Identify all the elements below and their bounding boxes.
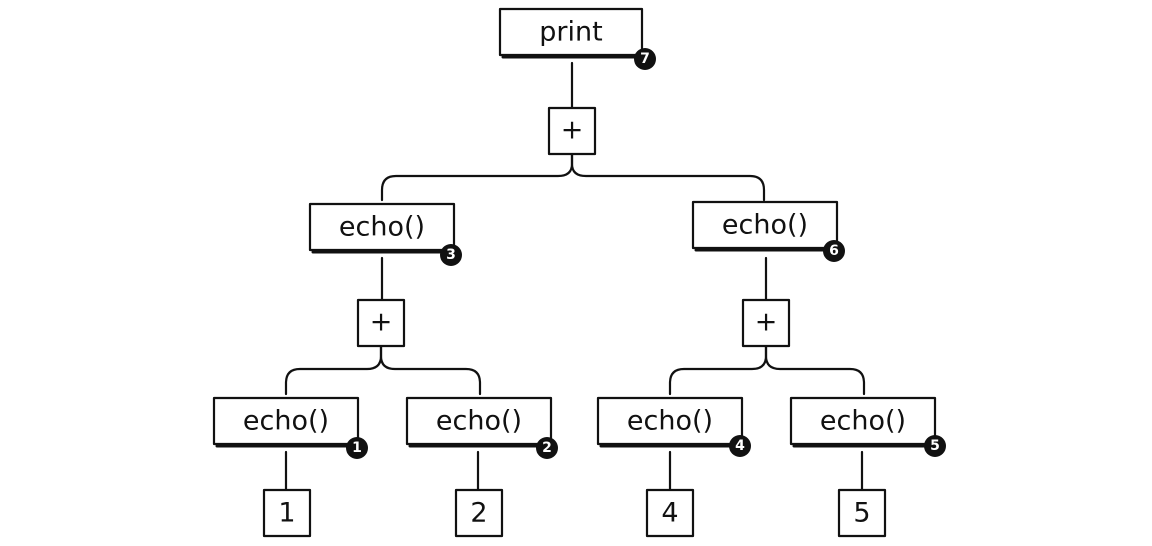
edge-plus-left-to-echo-2 <box>379 344 482 396</box>
node-echo-right-label: echo() <box>722 210 808 241</box>
tree-edges <box>284 61 866 492</box>
node-literal-2: 2 <box>454 488 504 538</box>
node-print-label: print <box>539 17 602 48</box>
edge-plus-root-to-echo-right <box>570 152 766 202</box>
node-plus-left-label: + <box>370 307 393 338</box>
node-plus-right: + <box>741 298 791 348</box>
eval-order-badge-2: 2 <box>536 437 558 459</box>
node-literal-4: 4 <box>645 488 695 538</box>
badge-3-text: 3 <box>446 247 456 263</box>
node-echo-5-label: echo() <box>820 406 906 437</box>
node-plus-left: + <box>356 298 406 348</box>
badge-5-text: 5 <box>930 438 940 454</box>
node-echo-4: echo() 4 <box>596 396 751 457</box>
node-literal-1: 1 <box>262 488 312 538</box>
node-print: print 7 <box>498 7 656 70</box>
eval-order-badge-6: 6 <box>823 240 845 262</box>
node-echo-left-label: echo() <box>339 212 425 243</box>
node-literal-4-label: 4 <box>661 498 678 529</box>
edge-plus-left-to-echo-1 <box>284 344 383 396</box>
eval-order-badge-5: 5 <box>924 435 946 457</box>
node-literal-5-label: 5 <box>853 498 870 529</box>
badge-6-text: 6 <box>829 243 839 259</box>
node-echo-2-label: echo() <box>436 406 522 437</box>
node-echo-left: echo() 3 <box>308 202 462 266</box>
badge-7-text: 7 <box>640 51 650 67</box>
node-echo-2: echo() 2 <box>405 396 558 459</box>
node-echo-5: echo() 5 <box>789 396 946 457</box>
edge-plus-right-to-echo-4 <box>668 344 768 396</box>
edge-plus-root-to-echo-left <box>380 152 574 202</box>
node-literal-5: 5 <box>837 488 887 538</box>
eval-order-badge-1: 1 <box>346 437 368 459</box>
eval-order-badge-4: 4 <box>729 435 751 457</box>
node-echo-1-label: echo() <box>243 406 329 437</box>
eval-order-badge-7: 7 <box>634 48 656 70</box>
node-plus-right-label: + <box>755 307 778 338</box>
badge-2-text: 2 <box>542 440 552 456</box>
edge-plus-right-to-echo-5 <box>764 344 866 396</box>
node-plus-root: + <box>547 106 597 156</box>
node-plus-root-label: + <box>561 115 584 146</box>
node-echo-4-label: echo() <box>627 406 713 437</box>
node-echo-1: echo() 1 <box>212 396 368 459</box>
eval-order-badge-3: 3 <box>440 244 462 266</box>
badge-4-text: 4 <box>735 438 745 454</box>
node-literal-2-label: 2 <box>470 498 487 529</box>
node-literal-1-label: 1 <box>278 498 295 529</box>
node-echo-right: echo() 6 <box>691 200 845 262</box>
badge-1-text: 1 <box>352 440 362 456</box>
